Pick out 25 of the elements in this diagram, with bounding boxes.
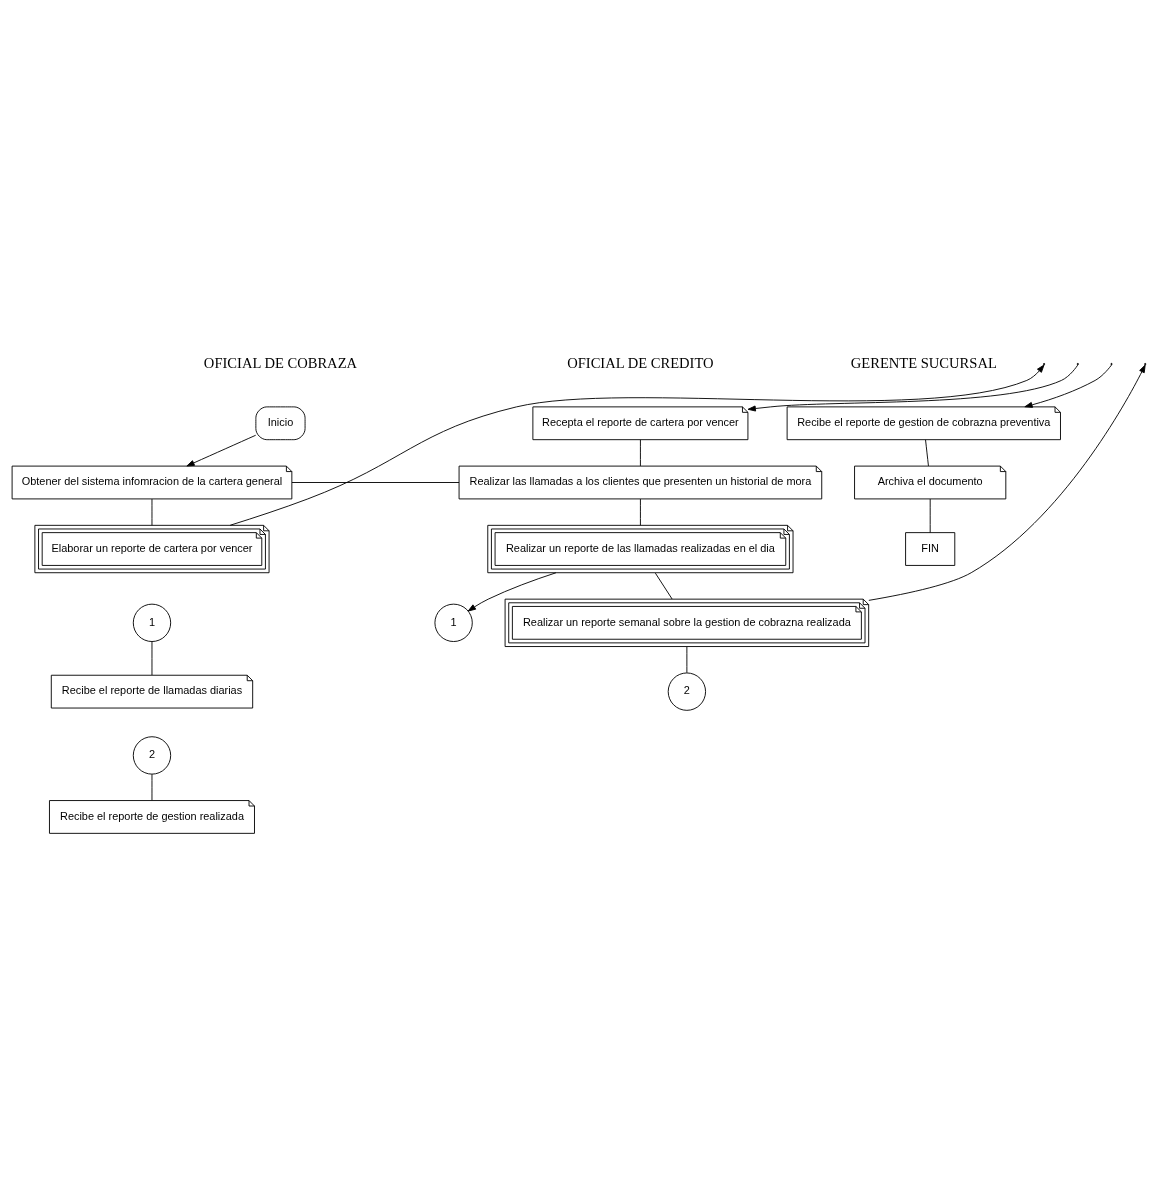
connector — [639, 438, 641, 466]
label: GERENTE SUCURSAL — [850, 354, 997, 371]
arrow — [1024, 364, 1112, 408]
connector — [291, 481, 460, 483]
connector — [654, 572, 673, 599]
node-box: Inicio — [255, 405, 306, 440]
node-circle: 2 — [132, 735, 172, 775]
arrow — [868, 364, 1146, 601]
connector — [929, 498, 931, 533]
node-circle: 2 — [667, 672, 707, 711]
arrow — [467, 571, 557, 611]
arrow — [747, 364, 1079, 411]
connector — [151, 773, 153, 801]
arrow — [229, 364, 1045, 526]
connector — [639, 498, 641, 526]
connector — [151, 640, 153, 675]
connector — [925, 438, 929, 466]
connector — [686, 645, 688, 673]
label: OFICIAL DE CREDITO — [567, 354, 714, 371]
arrow — [186, 434, 257, 466]
node-circle: 1 — [434, 603, 473, 642]
node-circle: 1 — [132, 603, 172, 642]
label: OFICIAL DE COBRAZA — [203, 354, 358, 371]
connector — [151, 498, 153, 526]
node-box: FIN — [905, 531, 956, 566]
